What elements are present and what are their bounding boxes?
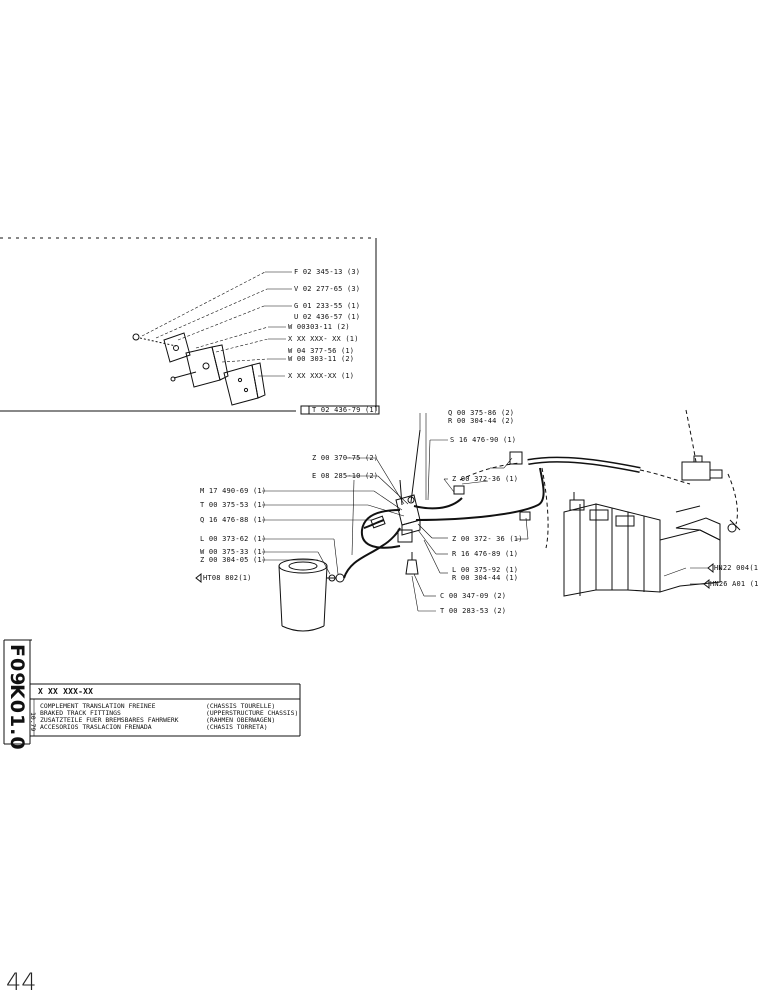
line-fittings bbox=[328, 485, 531, 583]
callout-r00a: R 00 304-44 (2) bbox=[448, 417, 515, 425]
callout-v02: V 02 277-65 (3) bbox=[294, 285, 361, 293]
right-hose bbox=[459, 409, 738, 549]
brake-valve-manifold bbox=[395, 429, 421, 543]
callout-r16: R 16 476-89 (1) bbox=[452, 550, 519, 558]
title-line-fr: COMPLEMENT TRANSLATION FREINEE bbox=[40, 702, 156, 710]
marker-hn26 bbox=[703, 578, 710, 590]
callout-q00: Q 00 375-86 (2) bbox=[448, 409, 515, 417]
title-subline-fr: (CHASSIS TOURELLE) bbox=[206, 702, 276, 710]
callout-l00373: L 00 373-62 (1) bbox=[200, 535, 267, 543]
ref-box-marker bbox=[300, 405, 310, 415]
callout-m17: M 17 490-69 (1) bbox=[200, 487, 267, 495]
callout-w00303a: W 00303-11 (2) bbox=[288, 323, 350, 331]
callout-s16: S 16 476-90 (1) bbox=[450, 436, 517, 444]
block-pack bbox=[563, 492, 741, 597]
title-subline-de: (RAHMEN OBERWAGEN) bbox=[206, 716, 276, 724]
callout-u02: U 02 436-57 (1) bbox=[294, 313, 361, 321]
brake-lines bbox=[343, 467, 545, 579]
title-line-de: ZUSATZTEILE FUER BREMSBARES FAHRWERK bbox=[40, 716, 179, 724]
ref-box bbox=[308, 405, 380, 415]
callout-t00283: T 00 283-53 (2) bbox=[440, 607, 507, 615]
callout-w04: W 04 377-56 (1) bbox=[288, 347, 355, 355]
callout-xxxxx2: X XX XXX-XX (1) bbox=[288, 372, 355, 380]
title-line-es: ACCESORIOS TRASLACION FRENADA bbox=[40, 723, 152, 731]
inset-leaders bbox=[141, 271, 292, 377]
sheet-code-bottom: K01.0 bbox=[6, 684, 28, 751]
callout-z00304: Z 00 304-05 (1) bbox=[200, 556, 267, 564]
marker-hn22 bbox=[707, 562, 714, 574]
page-number: 44 bbox=[6, 968, 37, 996]
sheet-code-top: F09 bbox=[6, 644, 28, 687]
tank-cylinder bbox=[278, 558, 336, 632]
callout-z00372b: Z 00 372- 36 (1) bbox=[452, 535, 523, 543]
manifold-leaders bbox=[262, 413, 708, 612]
title-subline-en: (UPPERSTRUCTURE CHASSIS) bbox=[206, 709, 299, 717]
title-line-en: BRAKED TRACK FITTINGS bbox=[40, 709, 121, 717]
callout-hn26: HN26 A01 (1 bbox=[710, 580, 759, 588]
callout-e08: E 08 285-10 (2) bbox=[312, 472, 379, 480]
callout-ht08: HT08 802(1) bbox=[203, 574, 252, 582]
callout-w00375: W 00 375-33 (1) bbox=[200, 548, 267, 556]
callout-z00372a: Z 00 372-36 (1) bbox=[452, 475, 519, 483]
callout-g01: G 01 233-55 (1) bbox=[294, 302, 361, 310]
title-subline-es: (CHASIS TORRETA) bbox=[206, 723, 268, 731]
inset-valve-assembly bbox=[132, 332, 266, 406]
callout-xxxxx1: X XX XXX- XX (1) bbox=[288, 335, 359, 343]
title-part-number: X XX XXX-XX bbox=[38, 687, 94, 696]
callout-c00: C 00 347-09 (2) bbox=[440, 592, 507, 600]
callout-t02: T 02 436-79 (1) bbox=[312, 406, 379, 414]
callout-l00375: L 00 375-92 (1) bbox=[452, 566, 519, 574]
callout-t00375: T 00 375-53 (1) bbox=[200, 501, 267, 509]
callout-hn22: HN22 004(1 bbox=[714, 564, 759, 572]
title-block-frame bbox=[3, 639, 301, 745]
callout-r00b: R 00 304-44 (1) bbox=[452, 574, 519, 582]
callout-z00370: Z 00 370-75 (2) bbox=[312, 454, 379, 462]
callout-f02: F 02 345-13 (3) bbox=[294, 268, 361, 276]
sheet-date: 10.79 bbox=[29, 712, 37, 732]
marker-ht08 bbox=[195, 572, 202, 584]
callout-w00303b: W 00 303-11 (2) bbox=[288, 355, 355, 363]
callout-q16: Q 16 476-88 (1) bbox=[200, 516, 267, 524]
